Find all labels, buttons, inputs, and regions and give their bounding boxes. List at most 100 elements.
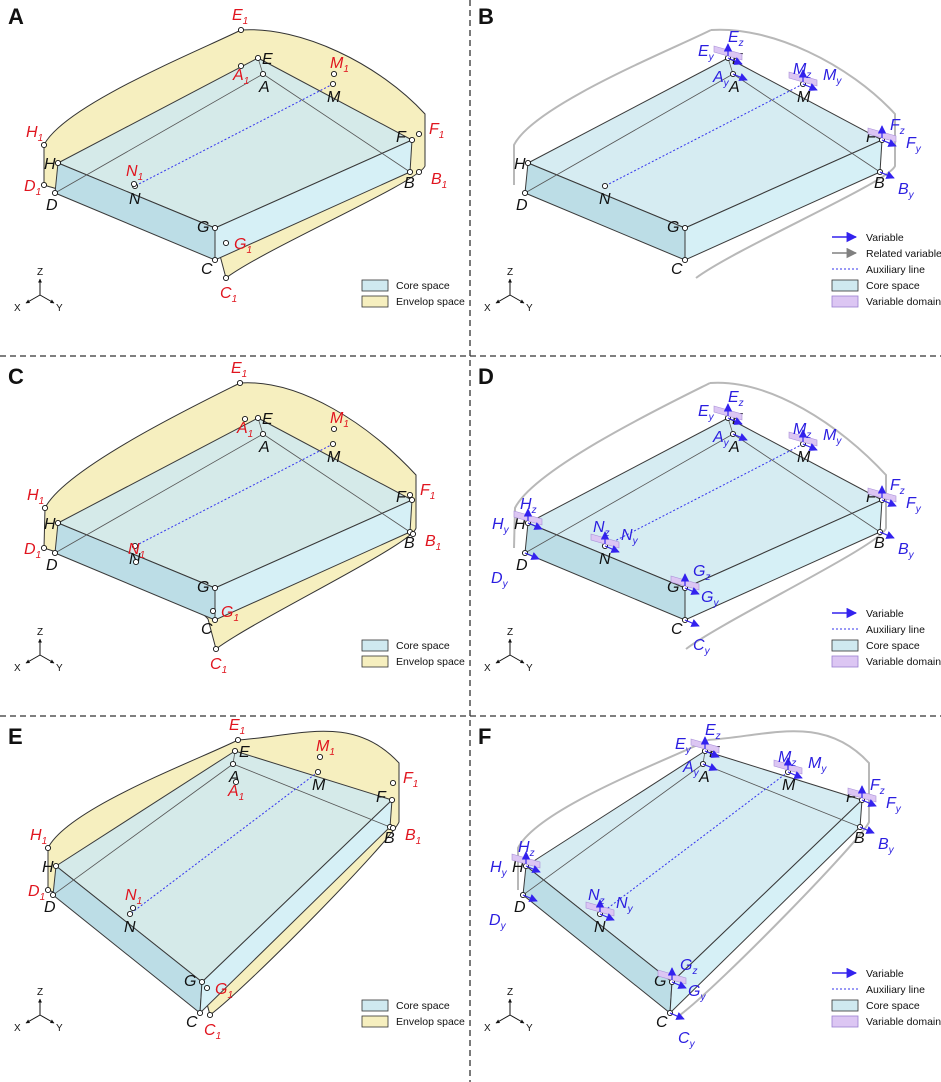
- label-b: B: [404, 175, 415, 192]
- vertex-d: [49, 891, 57, 899]
- panel-letter: A: [8, 4, 24, 29]
- y-axis: [509, 654, 525, 664]
- envelop-vertex-a: [237, 62, 245, 70]
- label-d: D: [514, 899, 526, 916]
- label-e: E: [262, 411, 273, 428]
- envelop-outline: [513, 381, 887, 650]
- variable-label-ny: Ny: [621, 527, 639, 547]
- legend-item-core: Core space: [361, 279, 450, 292]
- label-m: M: [797, 89, 811, 106]
- vertex-b: [406, 168, 414, 176]
- envelop-vertex-n: [129, 904, 137, 912]
- label-e: E: [239, 744, 250, 761]
- legend-item-grey-arrow: Related variable: [832, 247, 941, 260]
- variable-arrow-my: [802, 83, 818, 91]
- variable-label-fz: Fz: [870, 777, 885, 797]
- variable-arrow-ny: [604, 545, 620, 553]
- z-axis-label: Z: [507, 987, 513, 998]
- variable-label-gy: Gy: [701, 589, 719, 609]
- legend-label: Variable domain: [866, 656, 941, 668]
- legend-label: Core space: [866, 1000, 920, 1012]
- variable-arrow-my: [802, 443, 818, 451]
- z-axis-label: Z: [507, 267, 513, 278]
- vertex-h: [524, 159, 532, 167]
- label-b: B: [874, 175, 885, 192]
- label-c: C: [201, 261, 213, 278]
- variable-arrow-dy: [524, 552, 540, 560]
- variable-arrow-by: [879, 171, 895, 179]
- label-m: M: [797, 449, 811, 466]
- vertex-e: [254, 54, 262, 62]
- variable-arrow-hy: [525, 865, 541, 873]
- vertex-c: [196, 1009, 204, 1017]
- variable-label-ey: Ey: [698, 403, 715, 423]
- label-f: F: [866, 489, 877, 506]
- variable-label-ez: Ez: [728, 389, 744, 409]
- vertex-m: [314, 768, 322, 776]
- label-n: N: [129, 191, 141, 208]
- label-h: H: [514, 516, 526, 533]
- y-axis-label: Y: [56, 1023, 63, 1034]
- x-axis: [25, 654, 41, 664]
- envelop-vertex-m: [330, 425, 338, 433]
- panel-letter: D: [478, 364, 494, 389]
- variable-label-fz: Fz: [890, 117, 905, 137]
- vertex-f: [408, 496, 416, 504]
- legend-item-arrow: Variable: [832, 967, 904, 980]
- label-b: B: [384, 830, 395, 847]
- label-g: G: [667, 219, 679, 236]
- x-axis-label: X: [484, 1023, 491, 1034]
- y-axis-label: Y: [526, 663, 533, 674]
- vertex-g: [211, 224, 219, 232]
- legend-label: Envelop space: [396, 296, 465, 308]
- variable-label-cy: Cy: [693, 637, 711, 657]
- auxiliary-line: [134, 443, 334, 547]
- envelop-vertex-c: [222, 274, 230, 282]
- label-h: H: [512, 859, 524, 876]
- variable-arrow-fy: [861, 799, 877, 807]
- variable-label-gz: Gz: [693, 563, 710, 583]
- auxiliary-line: [599, 771, 789, 915]
- variable-label-dy: Dy: [489, 912, 507, 932]
- label-c: C: [201, 621, 213, 638]
- variable-label-hy: Hy: [490, 859, 508, 879]
- envelop-label-a: A1: [232, 67, 249, 87]
- envelop-vertex-c: [212, 645, 220, 653]
- label-c: C: [186, 1014, 198, 1031]
- envelop-vertex-e: [237, 26, 245, 34]
- vertex-f: [388, 796, 396, 804]
- variable-label-mz: Mz: [793, 421, 811, 441]
- y-axis: [509, 1014, 525, 1024]
- envelop-label-c: C1: [220, 285, 237, 305]
- envelop-label-e: E1: [229, 717, 245, 737]
- legend-label: Variable domain: [866, 1016, 941, 1028]
- envelop-label-e: E1: [231, 360, 247, 380]
- auxiliary-line: [604, 443, 804, 547]
- variable-label-fy: Fy: [886, 795, 902, 815]
- envelop-vertex-b: [409, 530, 417, 538]
- vertex-d: [51, 189, 59, 197]
- label-d: D: [516, 197, 528, 214]
- envelop-vertex-e: [234, 736, 242, 744]
- label-c: C: [671, 621, 683, 638]
- legend-item-domain: Variable domain: [831, 295, 941, 308]
- label-h: H: [44, 516, 56, 533]
- variable-label-fy: Fy: [906, 135, 922, 155]
- label-h: H: [514, 156, 526, 173]
- label-n: N: [599, 191, 611, 208]
- envelop-outline: [513, 28, 896, 279]
- label-g: G: [197, 579, 209, 596]
- legend-label: Auxiliary line: [866, 264, 925, 276]
- vertex-c: [681, 256, 689, 264]
- vertex-e: [254, 414, 262, 422]
- y-axis-label: Y: [56, 663, 63, 674]
- legend-item-envelop: Envelop space: [361, 655, 465, 668]
- envelop-label-n: N1: [125, 887, 142, 907]
- legend-item-dots: Auxiliary line: [832, 264, 925, 276]
- panel-letter: E: [8, 724, 23, 749]
- envelop-label-a: A1: [227, 783, 244, 803]
- envelop-vertex-g: [203, 984, 211, 992]
- legend-label: Core space: [866, 280, 920, 292]
- envelop-label-f: F1: [420, 482, 435, 502]
- label-a: A: [728, 439, 740, 456]
